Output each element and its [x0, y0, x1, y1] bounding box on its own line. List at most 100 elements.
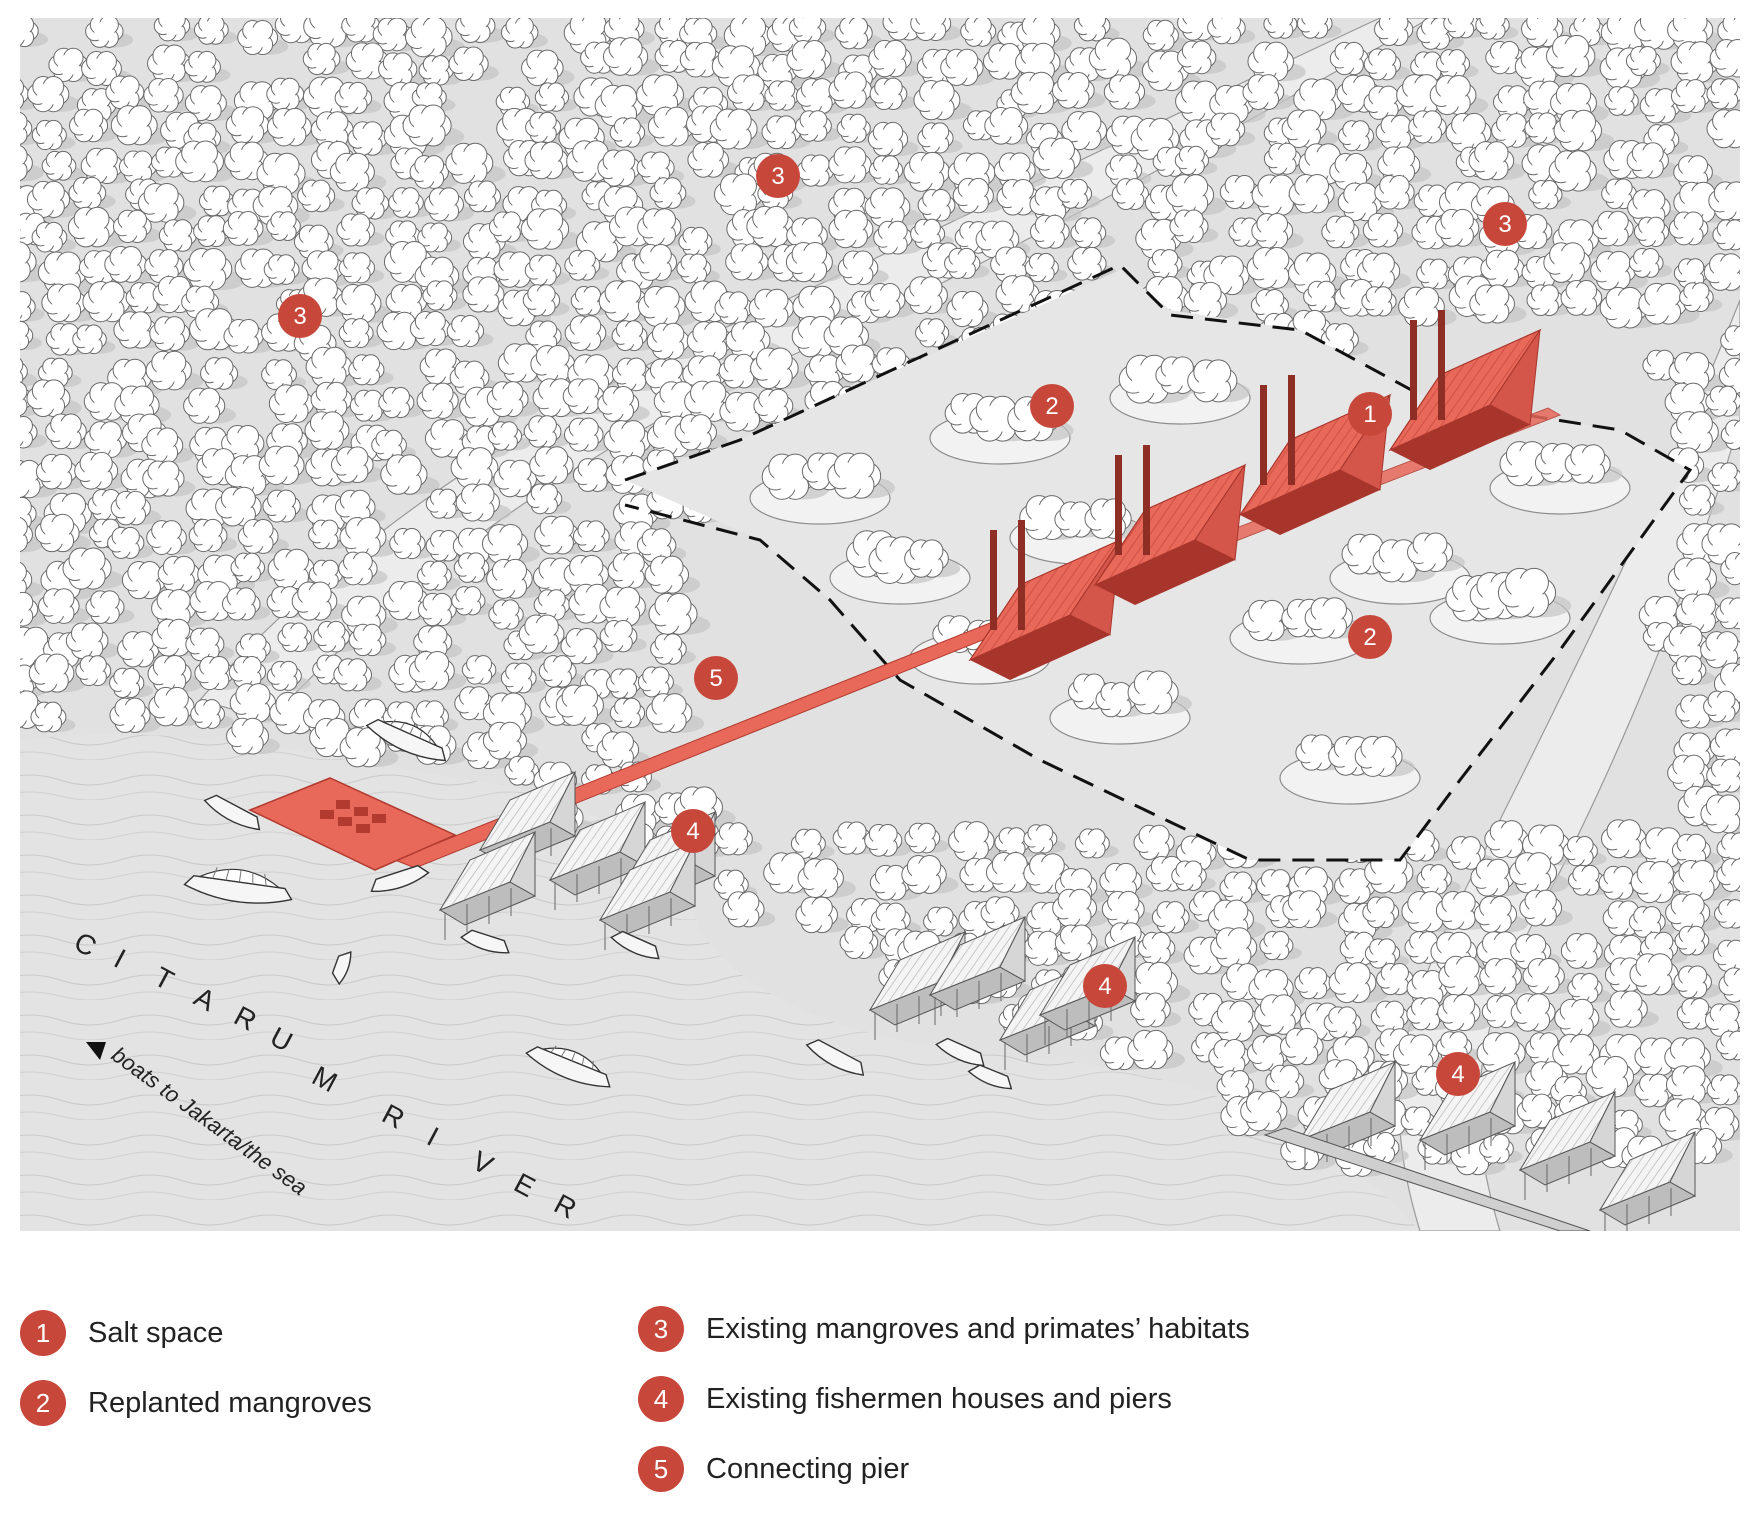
tree-canopy	[1362, 896, 1409, 929]
tree-canopy	[226, 717, 280, 755]
tree-canopy	[26, 379, 82, 418]
tree-canopy	[1553, 109, 1615, 152]
tree-canopy	[1133, 824, 1186, 861]
tree-canopy	[1479, 1133, 1523, 1164]
tree-canopy	[109, 697, 162, 733]
tree-canopy	[722, 891, 776, 928]
tree-canopy	[529, 446, 585, 485]
tree-canopy	[228, 656, 276, 689]
tree-canopy	[709, 108, 770, 150]
tree-canopy	[268, 384, 326, 424]
tree-canopy	[1374, 174, 1425, 210]
tree-canopy	[104, 246, 159, 283]
tree-canopy	[563, 554, 621, 594]
tree-canopy	[650, 633, 696, 665]
tree-canopy	[158, 219, 207, 252]
legend-item-salt-space: 1 Salt space	[20, 1310, 223, 1356]
tree-canopy	[266, 423, 319, 459]
tree-canopy	[149, 316, 201, 352]
tree-canopy	[952, 177, 1005, 214]
eastern-road	[1398, 299, 1740, 1231]
legend: 1 Salt space 2 Replanted mangroves 3 Exi…	[20, 1300, 1720, 1520]
tree-canopy	[1708, 181, 1740, 221]
tree-canopy	[462, 276, 516, 313]
boat	[610, 930, 660, 960]
boats	[183, 718, 1013, 1090]
tree-canopy	[597, 149, 652, 187]
tree-canopy	[1429, 75, 1489, 116]
tree-canopy	[864, 283, 916, 318]
tree-canopy	[790, 828, 835, 859]
tree-canopy	[1375, 114, 1427, 150]
legend-item-connecting-pier: 5 Connecting pier	[638, 1446, 909, 1492]
tree-canopy	[1674, 925, 1718, 956]
tree-canopy	[1323, 1006, 1371, 1039]
tree-canopy	[555, 684, 617, 726]
tree-canopy	[1279, 1027, 1335, 1066]
legend-label: Salt space	[88, 1316, 224, 1349]
map-marker: 2	[1348, 615, 1392, 659]
tree-canopy	[488, 211, 535, 243]
tree-canopy	[409, 155, 459, 189]
tree-canopy	[1590, 250, 1648, 291]
tree-canopy	[1700, 794, 1740, 834]
tree-canopy	[37, 588, 91, 624]
tree-canopy	[1337, 120, 1384, 152]
tree-canopy	[748, 288, 806, 328]
tree-canopy	[1720, 552, 1740, 586]
tree-canopy	[959, 857, 1010, 893]
tree-canopy	[1127, 670, 1192, 715]
tree-canopy	[107, 526, 154, 559]
tree-canopy	[451, 586, 494, 616]
tree-canopy	[1706, 78, 1740, 110]
tree-canopy	[1328, 962, 1389, 1004]
tree-canopy	[1671, 655, 1716, 686]
tree-canopy	[417, 560, 461, 591]
tree-canopy	[1408, 110, 1457, 144]
tree-canopy	[795, 78, 849, 115]
tree-canopy	[636, 151, 685, 185]
map-marker: 1	[1348, 392, 1392, 436]
tree-canopy	[1070, 217, 1116, 249]
tree-canopy	[41, 150, 86, 181]
tree-canopy	[339, 727, 399, 768]
tree-canopy	[903, 276, 960, 314]
tree-canopy	[944, 247, 990, 279]
tree-canopy	[402, 104, 465, 147]
tree-canopy	[308, 559, 352, 590]
jetty	[1263, 1127, 1591, 1231]
tree-canopy	[424, 187, 475, 222]
tree-canopy	[175, 140, 237, 183]
tree-canopy	[910, 18, 962, 42]
tree-canopy	[336, 213, 385, 247]
replanted-mangroves	[749, 354, 1631, 805]
tree-canopy	[1282, 890, 1338, 929]
map-marker-number: 1	[1363, 401, 1376, 428]
tree-canopy	[1720, 325, 1740, 357]
tree-canopy	[637, 208, 693, 247]
tree-canopy	[1700, 631, 1740, 669]
tree-canopy	[828, 146, 883, 184]
tree-canopy	[329, 152, 387, 192]
tree-canopy	[839, 925, 888, 960]
tree-canopy	[297, 179, 345, 213]
tree-canopy	[1010, 71, 1073, 115]
tree-canopy	[1707, 462, 1740, 492]
boat	[525, 1045, 611, 1088]
legend-label: Connecting pier	[706, 1452, 910, 1485]
tree-canopy	[1207, 18, 1256, 45]
tree-canopy	[518, 614, 577, 654]
tree-canopy	[1548, 150, 1610, 192]
tree-canopy	[1716, 858, 1740, 892]
tree-canopy	[901, 855, 959, 894]
map-marker: 5	[694, 656, 738, 700]
tree-canopy	[1057, 178, 1101, 209]
tree-canopy	[487, 421, 531, 451]
tree-canopy	[1554, 998, 1611, 1038]
tree-canopy	[1469, 284, 1527, 324]
tree-canopy	[984, 107, 1040, 145]
tree-canopy	[20, 320, 42, 351]
tree-canopy	[714, 291, 763, 325]
tree-canopy	[564, 249, 610, 281]
